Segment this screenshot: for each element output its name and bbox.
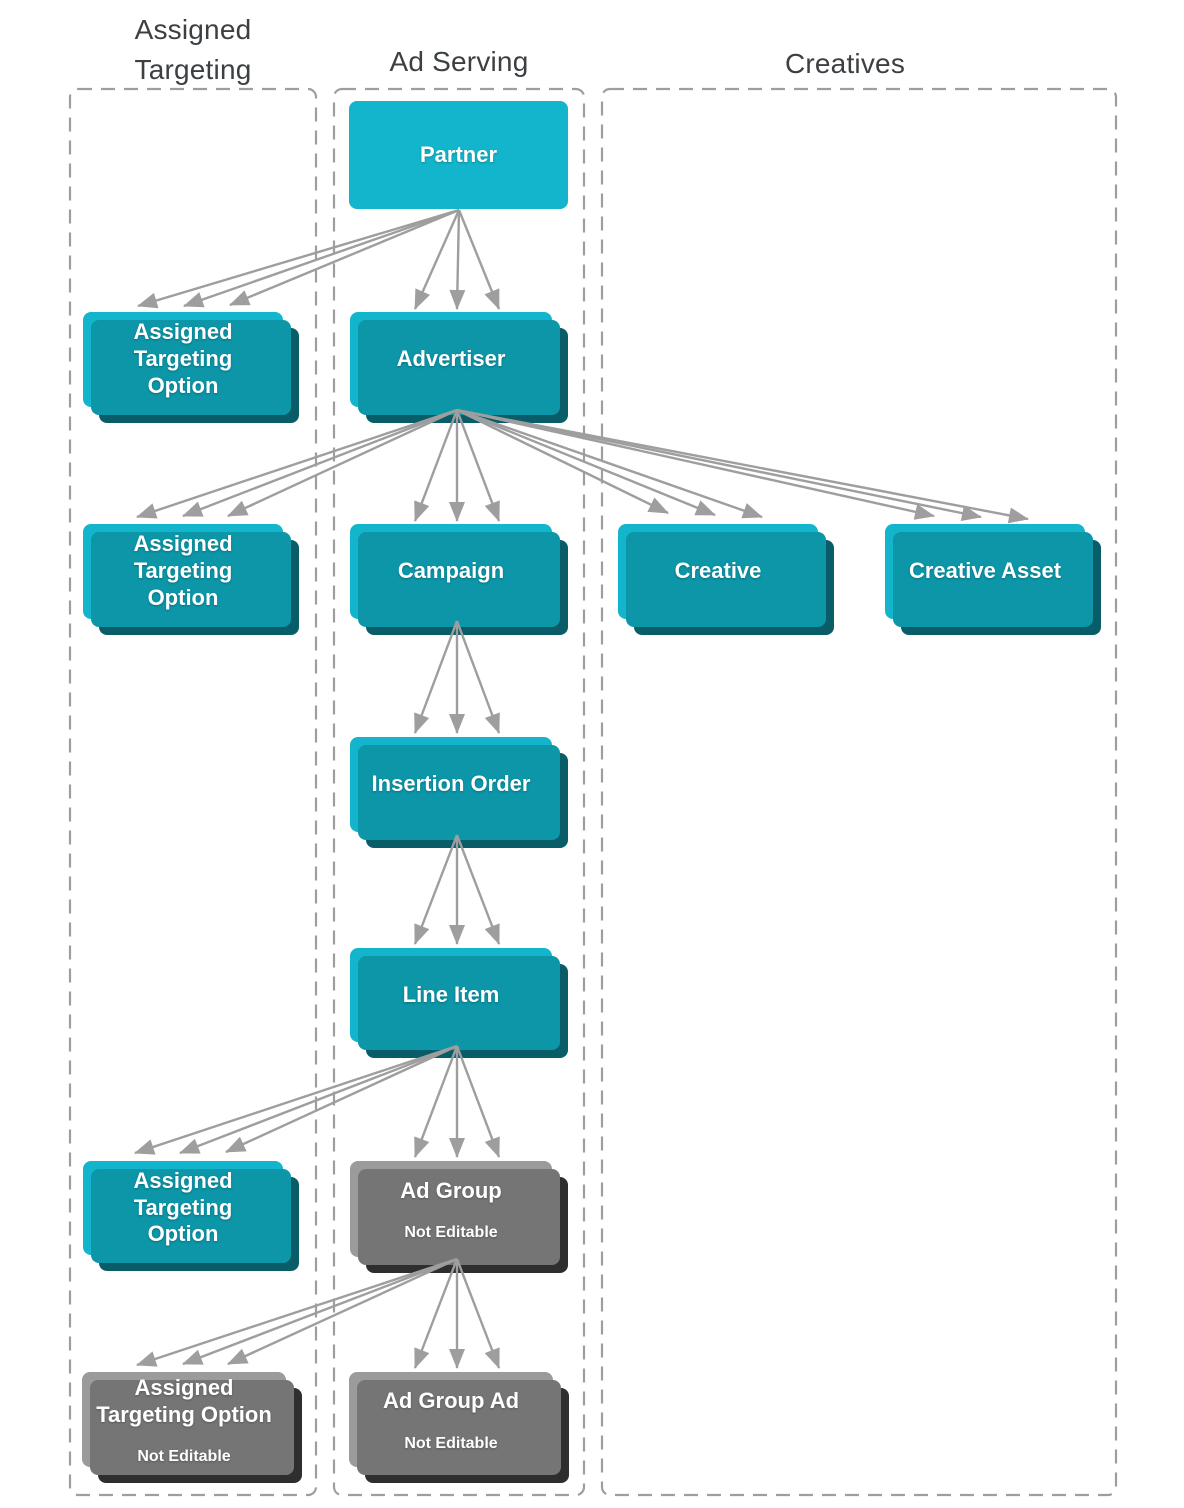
column-header-creatives: Creatives — [784, 48, 906, 79]
assigned-targeting-option-ad-group-not-editable-label: Not Editable — [137, 1448, 231, 1466]
partner-node: Partner — [349, 101, 568, 209]
creative-asset-node: Creative Asset — [885, 524, 1085, 619]
insertion-order-label: Insertion Order — [371, 771, 531, 797]
line-item-node: Line Item — [350, 948, 552, 1042]
advertiser-node: Advertiser — [350, 312, 552, 407]
ad-group-label: Ad Group — [400, 1177, 502, 1203]
campaign-label: Campaign — [397, 558, 505, 584]
campaign-node: Campaign — [350, 524, 552, 619]
ad-group-ad-node: Ad Group Ad Not Editable — [349, 1372, 553, 1467]
assigned-targeting-option-line-item-node: Assigned Targeting Option — [83, 1161, 283, 1255]
assigned-targeting-option-partner-node: Assigned Targeting Option — [83, 312, 283, 407]
ad-group-ad-not-editable-label: Not Editable — [404, 1434, 498, 1452]
assigned-targeting-option-advertiser-node: Assigned Targeting Option — [83, 524, 283, 619]
insertion-order-node: Insertion Order — [350, 737, 552, 832]
assigned-targeting-option-partner-label: Assigned Targeting Option — [133, 319, 233, 398]
creative-label: Creative — [674, 558, 762, 584]
assigned-targeting-option-line-item-label: Assigned Targeting Option — [133, 1167, 233, 1247]
assigned-targeting-option-advertiser-label: Assigned Targeting Option — [133, 531, 233, 610]
creative-asset-label: Creative Asset — [908, 558, 1062, 584]
column-header-assigned-targeting: Assigned Targeting — [134, 14, 252, 85]
ad-group-not-editable-label: Not Editable — [404, 1224, 498, 1242]
creative-node: Creative — [618, 524, 818, 619]
advertiser-label: Advertiser — [396, 346, 506, 372]
line-item-label: Line Item — [402, 981, 500, 1007]
ad-group-ad-label: Ad Group Ad — [382, 1388, 520, 1414]
column-header-ad-serving: Ad Serving — [389, 46, 529, 77]
assigned-targeting-option-ad-group-label: Assigned Targeting Option — [96, 1374, 272, 1427]
partner-label: Partner — [419, 141, 498, 167]
